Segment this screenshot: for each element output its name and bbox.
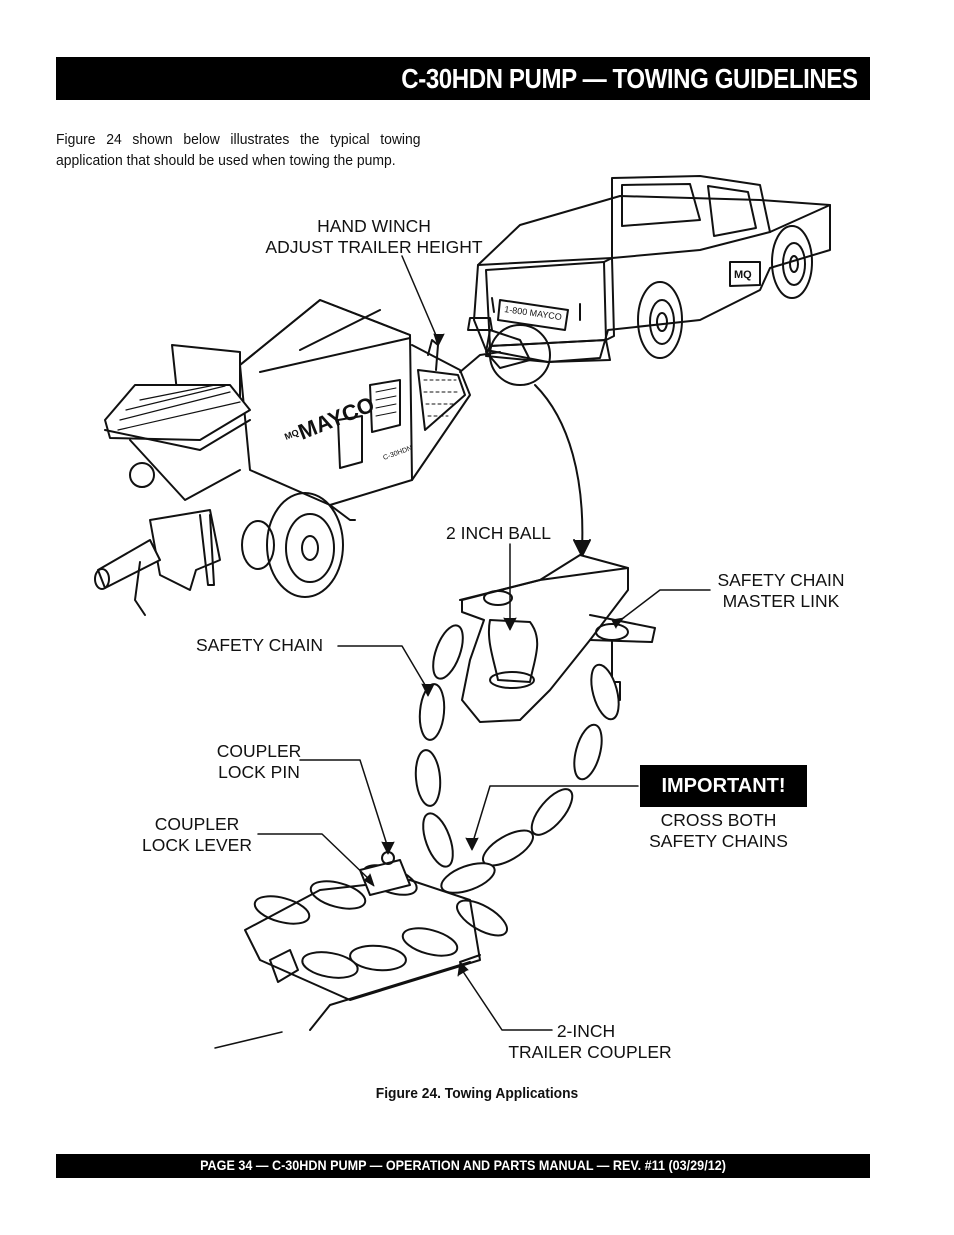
pump-trailer-drawing — [94, 299, 501, 616]
figure-caption: Figure 24. Towing Applications — [375, 1085, 579, 1102]
label-lock-pin: COUPLER LOCK PIN — [212, 741, 306, 783]
detail-arrow — [534, 384, 584, 551]
label-lock-lever: COUPLER LOCK LEVER — [136, 814, 258, 856]
page-title: C-30HDN PUMP — TOWING GUIDELINES — [401, 63, 859, 94]
label-lock-lever-line2: LOCK LEVER — [142, 835, 252, 855]
label-cross-chains: CROSS BOTH SAFETY CHAINS — [640, 810, 797, 852]
coupler-detail-drawing — [244, 554, 656, 1031]
important-badge: IMPORTANT! — [640, 765, 807, 807]
label-lock-lever-line1: COUPLER — [154, 814, 240, 834]
label-master-link: SAFETY CHAIN MASTER LINK — [712, 570, 850, 612]
label-trailer-coupler-line1: 2-INCH — [556, 1021, 616, 1041]
page-header-bar: C-30HDN PUMP — TOWING GUIDELINES — [56, 57, 870, 100]
label-hand-winch-line2: ADJUST TRAILER HEIGHT — [265, 237, 483, 257]
label-master-link-line1: SAFETY CHAIN — [717, 570, 845, 590]
label-master-link-line2: MASTER LINK — [722, 591, 840, 611]
page-footer-bar: PAGE 34 — C-30HDN PUMP — OPERATION AND P… — [56, 1154, 870, 1178]
label-lock-pin-line1: COUPLER — [216, 741, 302, 761]
label-trailer-coupler: 2-INCH TRAILER COUPLER — [500, 1021, 680, 1063]
truck-logo-text: MQ — [734, 269, 752, 281]
label-trailer-coupler-line2: TRAILER COUPLER — [508, 1042, 672, 1062]
label-cross-chains-line2: SAFETY CHAINS — [649, 831, 788, 851]
pickup-truck-drawing — [467, 175, 831, 386]
label-safety-chain: SAFETY CHAIN — [196, 635, 324, 655]
callout-leaders — [214, 255, 711, 1049]
label-lock-pin-line2: LOCK PIN — [218, 762, 300, 782]
label-hand-winch: HAND WINCH ADJUST TRAILER HEIGHT — [258, 216, 490, 258]
label-cross-chains-line1: CROSS BOTH — [660, 810, 777, 830]
label-hand-winch-line1: HAND WINCH — [317, 216, 431, 236]
intro-paragraph: Figure 24 shown below illustrates the ty… — [56, 131, 421, 169]
page-footer-text: PAGE 34 — C-30HDN PUMP — OPERATION AND P… — [200, 1157, 726, 1173]
label-2-inch-ball: 2 INCH BALL — [446, 523, 552, 543]
